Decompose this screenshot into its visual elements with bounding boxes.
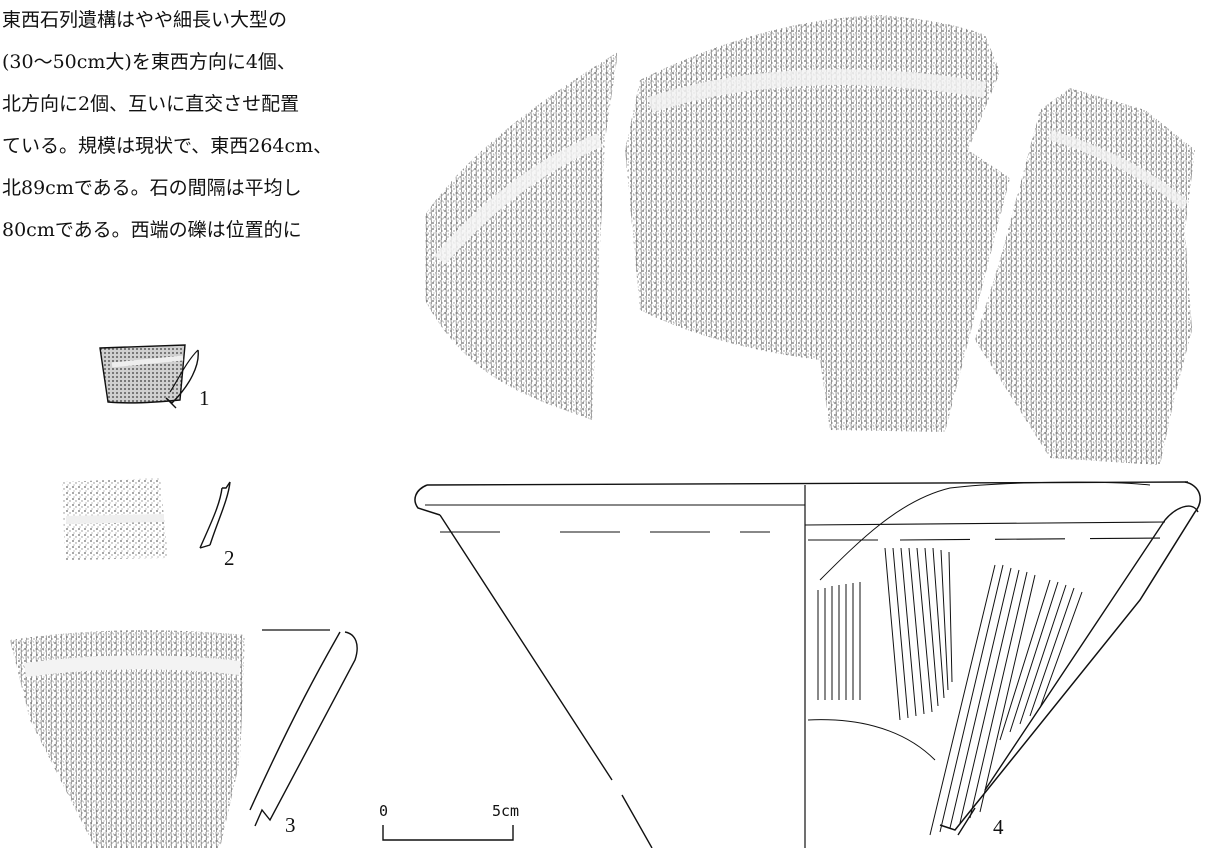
figure-label-4: 4 — [993, 815, 1004, 839]
comb-decoration — [817, 547, 1083, 836]
rubbing-center-fragment — [625, 15, 1010, 432]
text-line: 北89cmである。石の間隔は平均し — [2, 177, 302, 199]
vessel-4 — [414, 481, 1201, 848]
scale-end-label: 5cm — [492, 802, 520, 820]
sherd-2 — [62, 478, 231, 560]
text-line: 北方向に2個、互いに直交させ配置 — [2, 93, 300, 115]
rubbing-right-fragment — [975, 88, 1195, 465]
rubbing-left-fragment — [425, 52, 618, 420]
figure-label-3: 3 — [285, 813, 296, 837]
scale-bar — [382, 825, 514, 841]
figure-label-1: 1 — [199, 386, 210, 410]
text-line: 東西石列遺構はやや細長い大型の — [2, 9, 288, 31]
sherd-3 — [10, 629, 358, 848]
figure-label-2: 2 — [224, 546, 235, 570]
text-line: 80cmである。西端の礫は位置的に — [2, 219, 302, 241]
scale-start-label: 0 — [379, 802, 389, 820]
text-line: (30～50cm大)を東西方向に4個、 — [2, 51, 296, 73]
text-line: ている。規模は現状で、東西264cm、 — [2, 135, 333, 157]
sherd-1 — [99, 344, 199, 409]
